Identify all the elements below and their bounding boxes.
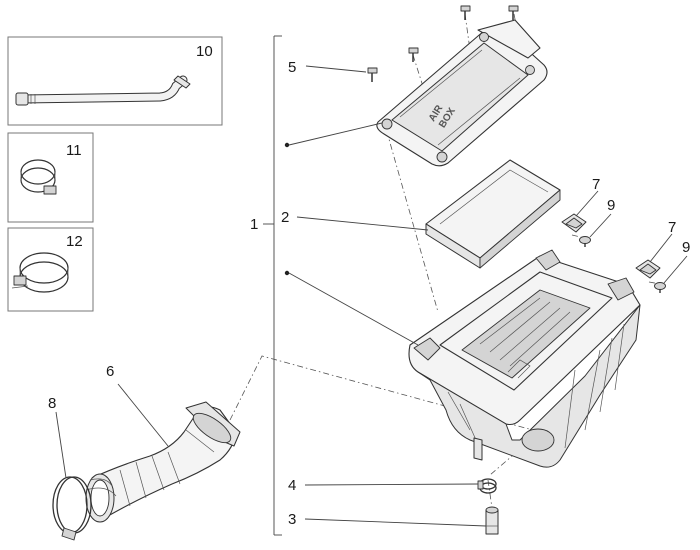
leaders: 5 2 7 9 7 9 6 8 4 3 [48, 59, 690, 528]
callout-12: 12 [66, 233, 83, 250]
hose-clamp-small [20, 159, 57, 195]
drain-plug [485, 506, 499, 535]
washer-9b [654, 282, 666, 293]
callout-3: 3 [288, 511, 296, 528]
screw-icon [367, 67, 378, 82]
callout-9a: 9 [607, 197, 615, 214]
intake-duct [85, 401, 241, 523]
callout-8: 8 [48, 395, 56, 412]
callout-6: 6 [106, 363, 114, 380]
callout-7a: 7 [592, 176, 600, 193]
box-part-10: 10 [7, 36, 223, 126]
air-filter-element [425, 159, 561, 269]
washer-9a [579, 236, 591, 247]
box-part-11: 11 [7, 132, 94, 223]
bullet-base [284, 270, 290, 276]
clip-7a [561, 213, 587, 233]
callout-2: 2 [281, 209, 289, 226]
callout-7b: 7 [668, 219, 676, 236]
screw-icon [508, 5, 519, 20]
clip-7b [635, 259, 661, 279]
callout-11: 11 [66, 142, 82, 159]
callout-10: 10 [196, 43, 213, 60]
lid-screws [367, 5, 519, 82]
group-bracket: 1 [250, 35, 290, 536]
box-part-12: 12 [7, 227, 94, 312]
air-box-lid: AIR BOX [376, 19, 548, 167]
bullet-lid [284, 142, 290, 148]
air-box-housing [408, 249, 641, 468]
callout-4: 4 [288, 477, 296, 494]
callout-5: 5 [288, 59, 296, 76]
screw-icon [460, 5, 471, 20]
callout-9b: 9 [682, 239, 690, 256]
duct-clamp [52, 476, 92, 541]
drain-clamp [477, 478, 497, 494]
screw-icon [408, 47, 419, 62]
hose-clamp-large [11, 252, 69, 293]
breather-hose [15, 75, 191, 106]
callout-1: 1 [250, 216, 258, 233]
